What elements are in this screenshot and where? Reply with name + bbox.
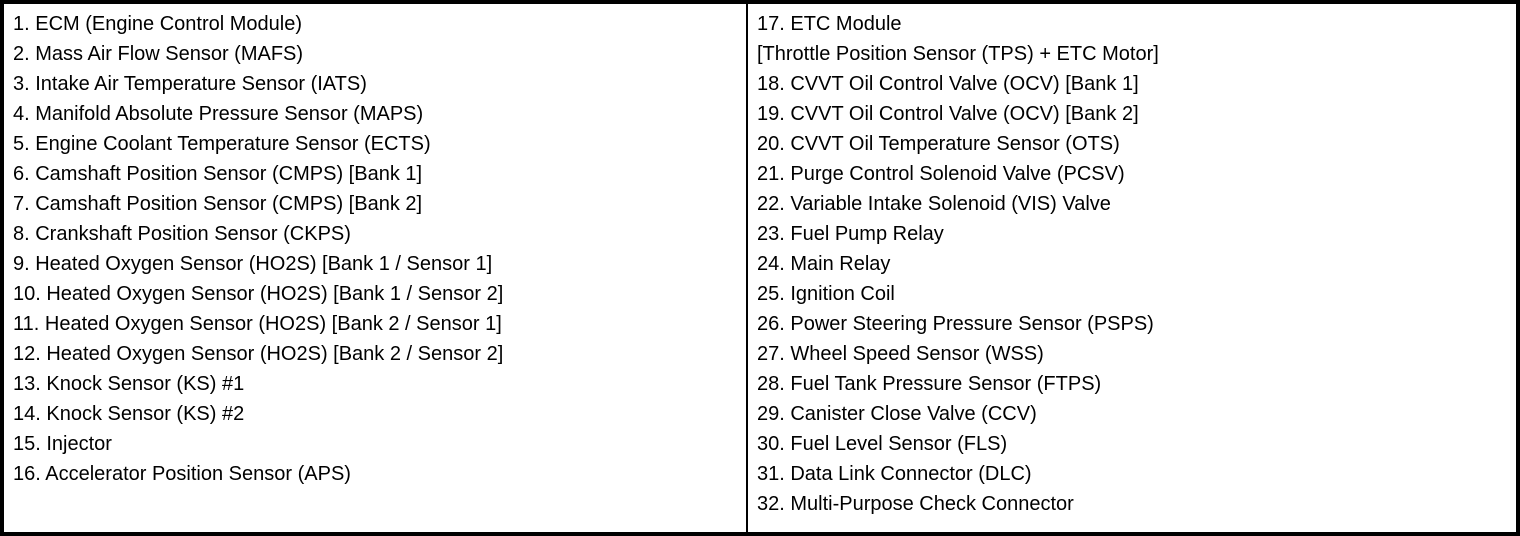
list-item: 14. Knock Sensor (KS) #2: [13, 403, 245, 425]
list-item: 19. CVVT Oil Control Valve (OCV) [Bank 2…: [757, 103, 1139, 125]
list-item: 13. Knock Sensor (KS) #1: [13, 373, 245, 395]
list-item: 18. CVVT Oil Control Valve (OCV) [Bank 1…: [757, 73, 1139, 95]
list-item: 8. Crankshaft Position Sensor (CKPS): [13, 223, 351, 245]
list-item: 24. Main Relay: [757, 253, 891, 275]
legend-column-right: 17. ETC Module [Throttle Position Sensor…: [748, 4, 1516, 532]
list-item: 27. Wheel Speed Sensor (WSS): [757, 343, 1044, 365]
list-item: 26. Power Steering Pressure Sensor (PSPS…: [757, 313, 1154, 335]
list-item: 20. CVVT Oil Temperature Sensor (OTS): [757, 133, 1120, 155]
list-item: 3. Intake Air Temperature Sensor (IATS): [13, 73, 367, 95]
list-item: 29. Canister Close Valve (CCV): [757, 403, 1037, 425]
list-item: 30. Fuel Level Sensor (FLS): [757, 433, 1008, 455]
list-item: 10. Heated Oxygen Sensor (HO2S) [Bank 1 …: [13, 283, 504, 305]
list-item: 6. Camshaft Position Sensor (CMPS) [Bank…: [13, 163, 423, 185]
list-item: 23. Fuel Pump Relay: [757, 223, 944, 245]
list-item: 28. Fuel Tank Pressure Sensor (FTPS): [757, 373, 1102, 395]
list-item: 17. ETC Module: [757, 13, 902, 35]
list-item: 7. Camshaft Position Sensor (CMPS) [Bank…: [13, 193, 423, 215]
list-item: 9. Heated Oxygen Sensor (HO2S) [Bank 1 /…: [13, 253, 493, 275]
list-item: 1. ECM (Engine Control Module): [13, 13, 303, 35]
list-item: 31. Data Link Connector (DLC): [757, 463, 1032, 485]
list-item: 22. Variable Intake Solenoid (VIS) Valve: [757, 193, 1111, 215]
list-item: 32. Multi-Purpose Check Connector: [757, 493, 1074, 515]
list-item: 4. Manifold Absolute Pressure Sensor (MA…: [13, 103, 424, 125]
list-item: 15. Injector: [13, 433, 112, 455]
legend-column-left: 1. ECM (Engine Control Module) 2. Mass A…: [4, 4, 748, 532]
list-item: 16. Accelerator Position Sensor (APS): [13, 463, 351, 485]
list-item: 25. Ignition Coil: [757, 283, 895, 305]
list-item: 5. Engine Coolant Temperature Sensor (EC…: [13, 133, 431, 155]
list-item: 11. Heated Oxygen Sensor (HO2S) [Bank 2 …: [13, 313, 502, 335]
list-item: 21. Purge Control Solenoid Valve (PCSV): [757, 163, 1125, 185]
list-item: 12. Heated Oxygen Sensor (HO2S) [Bank 2 …: [13, 343, 504, 365]
list-item: 2. Mass Air Flow Sensor (MAFS): [13, 43, 304, 65]
list-item: [Throttle Position Sensor (TPS) + ETC Mo…: [757, 43, 1159, 65]
